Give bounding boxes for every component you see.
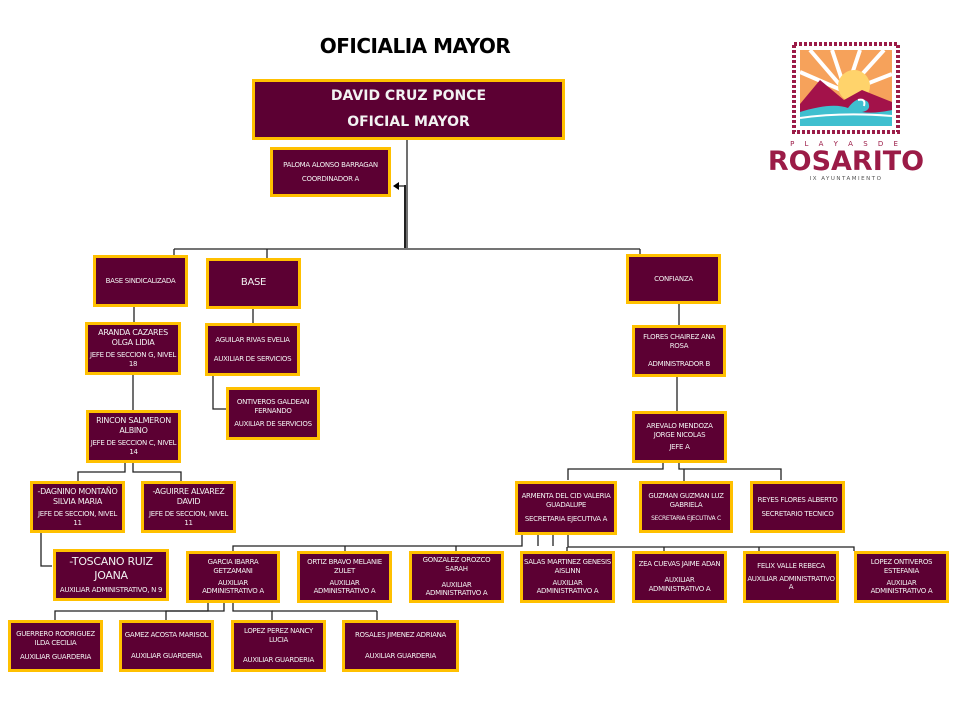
node-role: SECRETARIA EJECUTIVA A (524, 514, 608, 523)
node-role: JEFE DE SECCION G, NIVEL 18 (90, 351, 176, 368)
node-name: ARANDA CAZARES OLGA LIDIA (98, 328, 168, 348)
node-name: GAMEZ ACOSTA MARISOL (124, 631, 209, 640)
connector-line (212, 375, 226, 410)
node-role: AUXILIAR ADMINISTRATIVO A (202, 578, 264, 596)
node-name: GARCIA IBARRA GETZAMANI (207, 558, 259, 575)
node-name: ONTIVEROS GALDEAN FERNANDO (236, 397, 310, 415)
rosarito-logo: P L A Y A S D E ROSARITO IX AYUNTAMIENTO (762, 42, 930, 182)
org-node-oficial-mayor[interactable]: DAVID CRUZ PONCE OFICIAL MAYOR (252, 79, 565, 140)
org-node-auxiliar[interactable]: ZEA CUEVAS JAIME ADAN AUXILIAR ADMINISTR… (632, 551, 727, 603)
org-node-armenta[interactable]: ARMENTA DEL CID VALERIA GUADALUPE SECRET… (515, 481, 617, 535)
node-role: AUXILIAR GUARDERIA (20, 652, 91, 661)
node-role: AUXILIAR GUARDERIA (243, 656, 314, 665)
node-name: AREVALO MENDOZA JORGE NICOLAS (646, 422, 713, 440)
connector-line (232, 603, 273, 620)
logo-line-playas: P L A Y A S D E (790, 140, 902, 148)
org-node-auxiliar[interactable]: SALAS MARTINEZ GENESIS AISLINN AUXILIAR … (520, 551, 615, 603)
connector-line (40, 532, 52, 567)
node-name: -DAGNINO MONTAÑO SILVIA MARIA (37, 486, 118, 506)
org-node-reyes[interactable]: REYES FLORES ALBERTO SECRETARIO TECNICO (750, 481, 845, 533)
node-name: LOPEZ ONTIVEROS ESTEFANIA (870, 558, 933, 575)
org-node-aranda[interactable]: ARANDA CAZARES OLGA LIDIA JEFE DE SECCIO… (85, 322, 181, 375)
arrowhead-icon (393, 182, 399, 190)
sun-over-wave-stamp-icon (792, 42, 900, 134)
org-node-guarderia[interactable]: GAMEZ ACOSTA MARISOL AUXILIAR GUARDERIA (119, 620, 214, 672)
node-name: ZEA CUEVAS JAIME ADAN (638, 560, 721, 569)
node-role: AUXILIAR DE SERVICIOS (213, 354, 292, 363)
node-role: SECRETARIO TECNICO (761, 509, 834, 518)
connector-line (54, 603, 209, 620)
node-role: JEFE A (669, 442, 690, 451)
org-node-auxiliar[interactable]: GONZALEZ OROZCO SARAH AUXILIAR ADMINISTR… (409, 551, 504, 603)
node-name: FELIX VALLE REBECA (757, 561, 825, 570)
org-node-guarderia[interactable]: GUERRERO RODRIGUEZ ILDA CECILIA AUXILIAR… (8, 620, 103, 672)
node-name: -TOSCANO RUIZ JOANA (69, 554, 153, 582)
node-role: AUXILIAR GUARDERIA (365, 652, 436, 660)
node-role: AUXILIAR GUARDERIA (131, 652, 202, 660)
connector-line (567, 534, 855, 551)
org-node-guarderia[interactable]: LOPEZ PEREZ NANCY LUCIA AUXILIAR GUARDER… (231, 620, 326, 672)
node-role: COORDINADOR A (301, 174, 360, 183)
group-confianza[interactable]: CONFIANZA (626, 254, 721, 304)
node-name: DAVID CRUZ PONCE (330, 88, 487, 104)
group-base[interactable]: BASE (206, 258, 301, 309)
node-name: ORTIZ BRAVO MELANIE ZULET (307, 558, 382, 575)
node-name: REYES FLORES ALBERTO (757, 495, 838, 504)
node-role: AUXILIAR ADMINISTRATIVO A (313, 578, 376, 596)
node-role: JEFE DE SECCION C, NIVEL 14 (90, 439, 177, 456)
group-base-sindicalizada[interactable]: BASE SINDICALIZADA (93, 255, 188, 307)
org-node-aguirre[interactable]: -AGUIRRE ALVAREZ DAVID JEFE DE SECCION, … (141, 481, 236, 533)
page-title: OFICIALIA MAYOR (319, 34, 511, 58)
org-node-auxiliar[interactable]: FELIX VALLE REBECA AUXILIAR ADMINISTRATI… (743, 551, 839, 603)
node-name: FLORES CHAIREZ ANA ROSA (643, 332, 715, 350)
node-role: ADMINISTRADOR B (648, 360, 710, 369)
org-node-guzman[interactable]: GUZMAN GUZMAN LUZ GABRIELA SECRETARIA EJ… (639, 481, 733, 533)
node-role: AUXILIAR ADMINISTRATIVO A (425, 580, 488, 598)
node-name: LOPEZ PEREZ NANCY LUCIA (244, 626, 313, 644)
node-name: GONZALEZ OROZCO SARAH (422, 556, 491, 573)
org-node-coordinator[interactable]: PALOMA ALONSO BARRAGAN COORDINADOR A (270, 147, 391, 197)
org-node-arevalo[interactable]: AREVALO MENDOZA JORGE NICOLAS JEFE A (632, 411, 727, 463)
node-name: PALOMA ALONSO BARRAGAN (283, 160, 378, 169)
connector-line (165, 603, 225, 620)
logo-line-rosarito: ROSARITO (767, 146, 925, 177)
node-name: GUZMAN GUZMAN LUZ GABRIELA (648, 492, 724, 509)
node-name: RINCON SALMERON ALBINO (96, 416, 171, 436)
org-node-rincon[interactable]: RINCON SALMERON ALBINO JEFE DE SECCION C… (86, 410, 181, 463)
node-name: GUERRERO RODRIGUEZ ILDA CECILIA (16, 630, 95, 648)
org-node-auxiliar[interactable]: GARCIA IBARRA GETZAMANI AUXILIAR ADMINIS… (186, 551, 280, 603)
group-label: BASE (240, 277, 267, 289)
node-role: AUXILIAR ADMINISTRATIVO A (648, 576, 711, 593)
org-node-guarderia[interactable]: ROSALES JIMENEZ ADRIANA AUXILIAR GUARDER… (342, 620, 459, 672)
connector-line (132, 462, 182, 481)
node-role: OFICIAL MAYOR (347, 113, 470, 130)
node-role: SECRETARIA EJECUTIVA C (651, 514, 721, 522)
node-role: AUXILIAR ADMINISTRATIVO A (870, 578, 933, 596)
node-name: AGUILAR RIVAS EVELIA (215, 335, 290, 344)
group-label: CONFIANZA (654, 274, 693, 283)
org-node-flores[interactable]: FLORES CHAIREZ ANA ROSA ADMINISTRADOR B (632, 325, 726, 377)
node-role: AUXILIAR ADMINISTRATIVO A (536, 578, 599, 596)
connector-line (567, 462, 664, 480)
node-name: -AGUIRRE ALVAREZ DAVID (152, 486, 225, 506)
org-node-toscano[interactable]: -TOSCANO RUIZ JOANA AUXILIAR ADMINISTRAT… (53, 549, 169, 601)
node-name: SALAS MARTINEZ GENESIS AISLINN (524, 558, 611, 575)
node-role: AUXILIAR ADMINISTRATIVO A (747, 574, 835, 592)
org-node-auxiliar[interactable]: ORTIZ BRAVO MELANIE ZULET AUXILIAR ADMIN… (297, 551, 392, 603)
connector-line (232, 534, 523, 551)
org-node-ontiveros[interactable]: ONTIVEROS GALDEAN FERNANDO AUXILIAR DE S… (226, 387, 320, 440)
node-role: AUXILIAR DE SERVICIOS (234, 420, 312, 429)
node-role: JEFE DE SECCION, NIVEL 11 (149, 509, 228, 527)
org-node-aguilar[interactable]: AGUILAR RIVAS EVELIA AUXILIAR DE SERVICI… (205, 323, 300, 376)
group-label: BASE SINDICALIZADA (105, 276, 176, 285)
node-name: ARMENTA DEL CID VALERIA GUADALUPE (521, 492, 611, 510)
org-node-auxiliar[interactable]: LOPEZ ONTIVEROS ESTEFANIA AUXILIAR ADMIN… (854, 551, 949, 603)
org-node-dagnino[interactable]: -DAGNINO MONTAÑO SILVIA MARIA JEFE DE SE… (30, 481, 125, 533)
connector-line (77, 462, 126, 481)
node-name: ROSALES JIMENEZ ADRIANA (354, 631, 447, 640)
logo-line-ayuntamiento: IX AYUNTAMIENTO (809, 176, 883, 182)
connector-line (678, 462, 782, 480)
node-role: AUXILIAR ADMINISTRATIVO, N 9 (59, 586, 163, 595)
node-role: JEFE DE SECCION, NIVEL 11 (38, 509, 117, 527)
